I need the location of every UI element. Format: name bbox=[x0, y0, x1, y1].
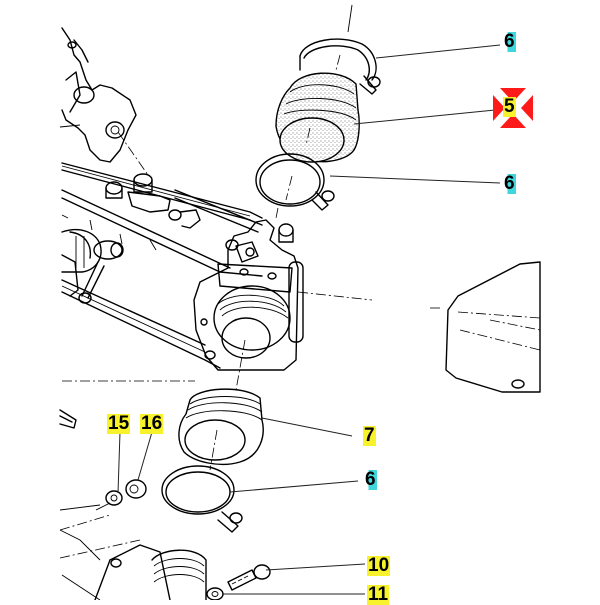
throttle-linkage-assembly bbox=[59, 27, 263, 369]
callout-16-nut[interactable]: 16 bbox=[140, 413, 164, 434]
callout-15-washer[interactable]: 15 bbox=[107, 413, 131, 434]
callout-11-washer[interactable]: 11 bbox=[367, 584, 390, 605]
leader-lines bbox=[117, 44, 501, 595]
callout-5-intake-sleeve[interactable]: 5 bbox=[503, 96, 516, 117]
callout-7-manifold-sleeve[interactable]: 7 bbox=[363, 425, 376, 446]
selection-marker-icon bbox=[493, 88, 533, 128]
intake-sleeve-5 bbox=[275, 54, 360, 163]
lower-manifold-flange bbox=[59, 409, 207, 600]
cap-screw-10 bbox=[227, 564, 271, 591]
washer-15 bbox=[95, 490, 123, 511]
middle-clamp-6 bbox=[255, 153, 335, 219]
nut-16 bbox=[125, 479, 147, 499]
callout-6-middle-clamp[interactable]: 6 bbox=[503, 173, 516, 194]
lower-clamp-6 bbox=[161, 465, 243, 533]
upper-clamp-6 bbox=[299, 4, 381, 95]
throttle-body bbox=[193, 219, 373, 391]
callout-6-lower-clamp[interactable]: 6 bbox=[364, 469, 377, 490]
washer-11 bbox=[206, 587, 224, 600]
callout-6-upper-clamp[interactable]: 6 bbox=[503, 31, 516, 52]
intake-sleeve-7 bbox=[178, 388, 264, 471]
cover-panel bbox=[430, 261, 541, 393]
callout-10-cap-screw[interactable]: 10 bbox=[367, 555, 391, 576]
